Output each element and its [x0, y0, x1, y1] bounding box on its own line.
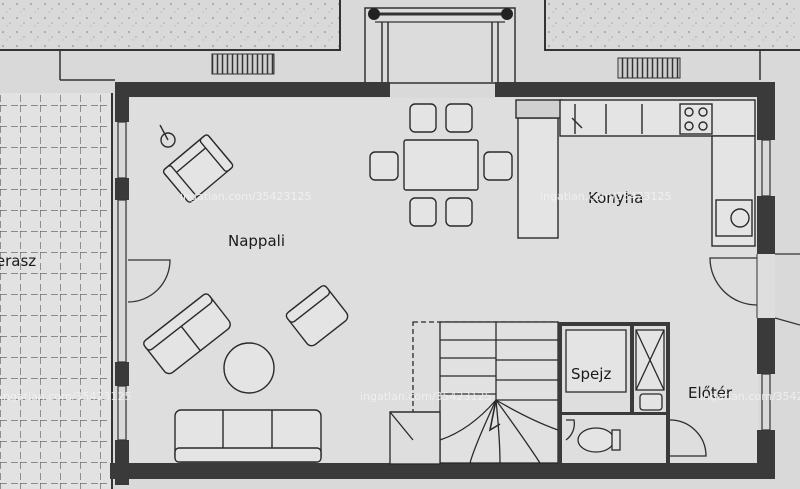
room-label-terrace: terasz — [0, 252, 36, 270]
watermark-5: ingatlan.com/35423125 — [700, 390, 800, 403]
terrace-door-swing — [127, 259, 171, 303]
room-label-kitchen: Konyha — [588, 189, 643, 207]
grille-left — [211, 53, 275, 75]
living-room-sofas — [143, 285, 349, 463]
outdoor-garden-areas — [0, 0, 800, 81]
staircase — [389, 321, 559, 465]
interior-walls — [558, 322, 670, 463]
kitchen-furniture — [515, 99, 756, 247]
room-label-hall: Előtér — [688, 384, 733, 402]
right-windows — [761, 139, 771, 431]
room-label-living: Nappali — [228, 232, 285, 250]
dining-table — [369, 103, 513, 227]
armchair-with-lamp — [159, 124, 234, 203]
watermark-3: ingatlan.com/35423125 — [0, 390, 132, 403]
grille-right — [617, 57, 681, 79]
wc-details — [565, 419, 707, 457]
entrance-door — [709, 253, 800, 326]
watermark-2: ingatlan.com/35423125 — [540, 190, 672, 203]
room-label-pantry: Spejz — [571, 365, 611, 383]
entrance-porch — [364, 7, 516, 84]
left-windows — [117, 121, 127, 441]
terrace — [0, 93, 113, 489]
watermark-4: ingatlan.com/35423125 — [360, 390, 492, 403]
exterior-walls — [110, 82, 775, 485]
spejz-details — [565, 329, 665, 411]
watermark-1: ingatlan.com/35423125 — [180, 190, 312, 203]
